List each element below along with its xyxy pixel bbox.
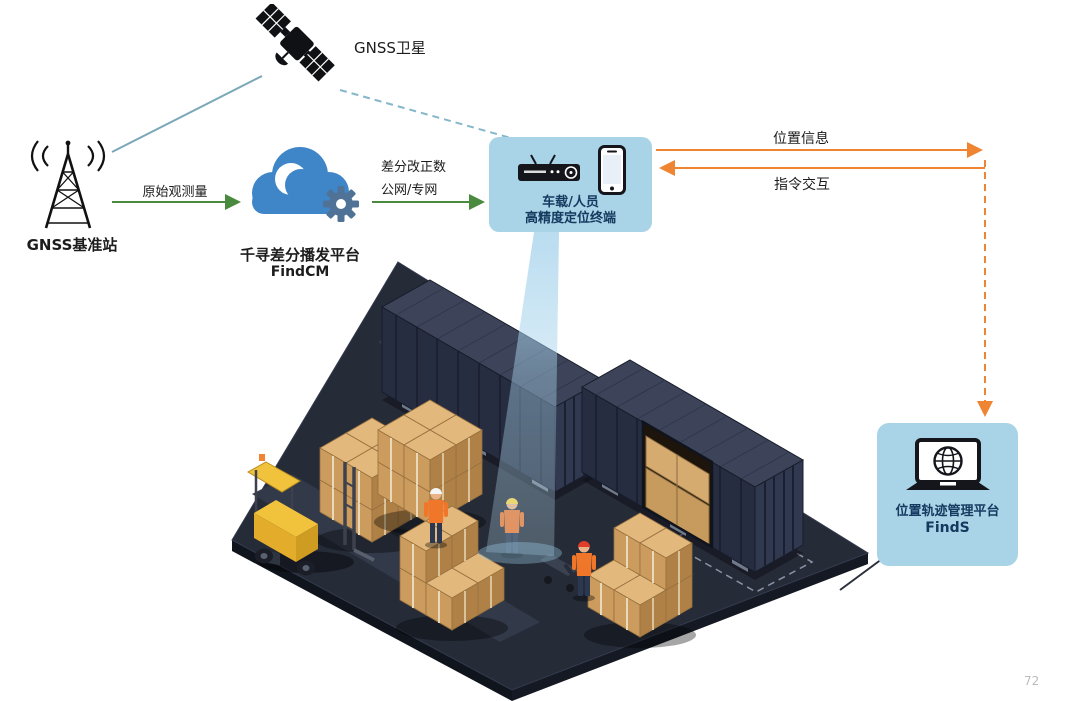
cloud-gear-icon [252,147,359,222]
base-station-label: GNSS基准站 [26,236,118,254]
platform-panel-pointer [839,555,887,591]
satellite-label: GNSS卫星 [354,39,426,57]
positioning-beam [478,232,562,564]
worker-3 [572,541,596,602]
container-2 [580,359,805,580]
correction-label-line2: 公网/专网 [381,183,438,198]
page-watermark: 72 [1024,674,1040,688]
laptop-globe-icon [905,438,990,490]
cloud-platform-subtitle: FindCM [270,264,330,280]
raw-observation-label: 原始观测量 [142,185,208,200]
helmet-icon [430,488,442,494]
platform-title: 位置轨迹管理平台 [895,504,1000,519]
forklift [246,454,375,576]
link-satellite-to-terminal [339,89,519,141]
pallet-stack-d [584,512,696,648]
link-satellite-to-base [111,75,263,153]
terminal-panel: 车载/人员 高精度定位终端 [489,137,652,232]
correction-label-line1: 差分改正数 [381,160,447,175]
platform-subtitle: FindS [925,520,970,536]
gnss-satellite-icon [255,4,335,82]
connection-lines [111,75,993,591]
terminal-title: 车载/人员 [542,195,599,210]
antenna-tower-icon [30,140,106,229]
pallet-stack-c [396,505,508,641]
platform-panel: 位置轨迹管理平台 FindS [877,423,1018,566]
container-open-door [641,419,714,550]
warehouse-scene [231,232,870,701]
gear-icon [323,186,359,222]
position-info-label: 位置信息 [773,131,829,147]
command-label: 指令交互 [774,177,830,193]
terminal-subtitle: 高精度定位终端 [524,211,616,226]
worker-1 [424,488,448,549]
helmet-icon [578,541,590,547]
cloud-platform-title: 千寻差分播发平台 [239,246,360,264]
smartphone-icon [597,145,626,195]
receiver-box-icon [517,154,580,181]
